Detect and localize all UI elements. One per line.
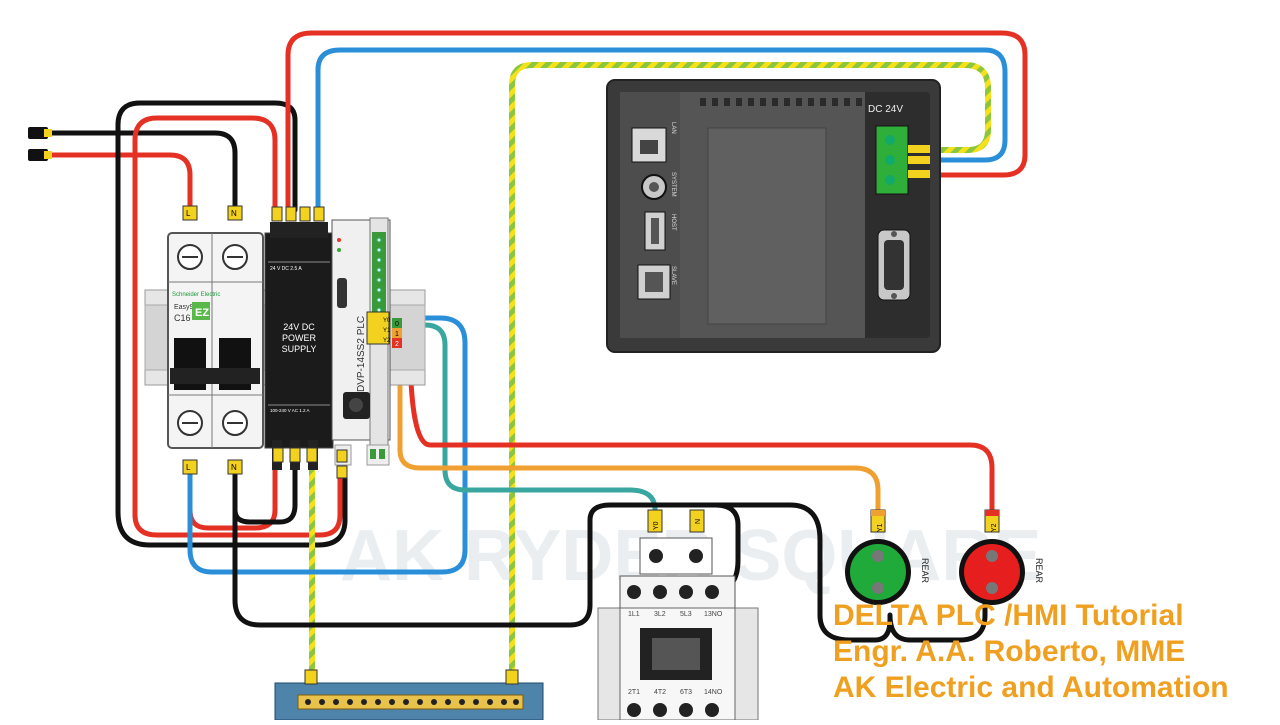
svg-text:Y0: Y0 <box>653 521 660 530</box>
psu-input-rating: 100-240 V AC 1.2 A <box>270 408 310 413</box>
svg-text:L: L <box>186 463 191 472</box>
breaker-ferrules: L N L N <box>182 205 243 475</box>
hmi-earth-wire <box>509 62 991 693</box>
svg-text:SYSTEM: SYSTEM <box>670 172 676 197</box>
svg-text:4T2: 4T2 <box>654 689 666 696</box>
svg-text:1: 1 <box>395 331 399 338</box>
plc-com-blue-wire <box>187 315 468 575</box>
svg-text:Y2: Y2 <box>991 523 998 532</box>
plc-model: DVP-14SS2 PLC <box>356 316 367 392</box>
breaker-out-loop-black <box>232 465 298 525</box>
svg-text:SLAVE: SLAVE <box>670 266 676 285</box>
circuit-breaker: Schneider Electric Easy9 C16 EZ <box>167 232 264 449</box>
svg-text:LAN: LAN <box>670 122 676 134</box>
caption-line-1: DELTA PLC /HMI Tutorial <box>833 599 1184 632</box>
supply-cable-ends <box>28 127 52 161</box>
svg-text:L: L <box>186 209 191 218</box>
live-to-psu-loop <box>132 115 343 538</box>
svg-text:HOST: HOST <box>670 214 676 231</box>
neutral-to-psu-loop <box>115 100 348 548</box>
tutorial-caption: DELTA PLC /HMI Tutorial Engr. A.A. Rober… <box>833 598 1273 706</box>
caption-line-3: AK Electric and Automation <box>833 671 1229 704</box>
caption-line-2: Engr. A.A. Roberto, MME <box>833 635 1186 668</box>
hmi-24v-positive-wire <box>285 30 1028 213</box>
svg-text:5L3: 5L3 <box>680 611 692 618</box>
svg-text:13NO: 13NO <box>704 611 723 618</box>
svg-text:N: N <box>231 463 237 472</box>
neutral-lamp-loop <box>697 502 988 643</box>
psu-label-1: 24V DC <box>283 322 315 332</box>
supply-neutral-wire <box>47 130 238 213</box>
neutral-to-loads-wire <box>232 465 741 628</box>
svg-text:1L1: 1L1 <box>628 611 640 618</box>
svg-text:REAR: REAR <box>920 558 930 584</box>
delta-hmi: LAN SYSTEM HOST SLAVE DC 24V <box>606 79 941 353</box>
svg-text:N: N <box>231 209 237 218</box>
breaker-series: Easy9 <box>174 304 194 311</box>
breaker-rating: C16 <box>174 313 191 323</box>
svg-text:2T1: 2T1 <box>628 689 640 696</box>
psu-label-2: POWER <box>282 333 317 343</box>
earth-bus-bar <box>274 669 544 721</box>
delta-plc: DVP-14SS2 PLC Y0 Y1 Y2 0 1 2 <box>331 217 402 479</box>
svg-text:N: N <box>695 519 702 524</box>
y2-output-wire <box>397 337 995 515</box>
contactor: 1L1 3L2 5L3 13NO 2T1 4T2 6T3 14NO Y0 N <box>597 509 759 721</box>
svg-text:Y0: Y0 <box>383 318 391 324</box>
psu-label-3: SUPPLY <box>282 344 317 354</box>
pilot-lamp-red: Y2 REAR <box>959 509 1044 605</box>
psu-output-rating: 24 V DC 2.5 A <box>270 266 302 272</box>
svg-text:3L2: 3L2 <box>654 611 666 618</box>
y0-output-wire <box>397 322 658 518</box>
breaker-badge: EZ <box>195 307 209 319</box>
wires <box>47 30 1028 693</box>
svg-text:0: 0 <box>395 321 399 328</box>
svg-text:6T3: 6T3 <box>680 689 692 696</box>
hmi-24v-negative-wire <box>315 47 1008 213</box>
supply-live-wire <box>47 152 193 213</box>
svg-text:Y2: Y2 <box>383 338 391 344</box>
breaker-brand: Schneider Electric <box>172 292 220 298</box>
hmi-power-label: DC 24V <box>868 104 903 115</box>
svg-text:REAR: REAR <box>1034 558 1044 584</box>
svg-text:2: 2 <box>395 341 399 348</box>
svg-text:Y1: Y1 <box>383 328 391 334</box>
svg-text:Y1: Y1 <box>877 523 884 532</box>
y1-output-wire <box>397 330 881 515</box>
svg-text:14NO: 14NO <box>704 689 723 696</box>
power-supply: 24 V DC 2.5 A 24V DC POWER SUPPLY 100-24… <box>264 206 334 470</box>
pilot-lamp-green: Y1 REAR <box>845 509 930 605</box>
